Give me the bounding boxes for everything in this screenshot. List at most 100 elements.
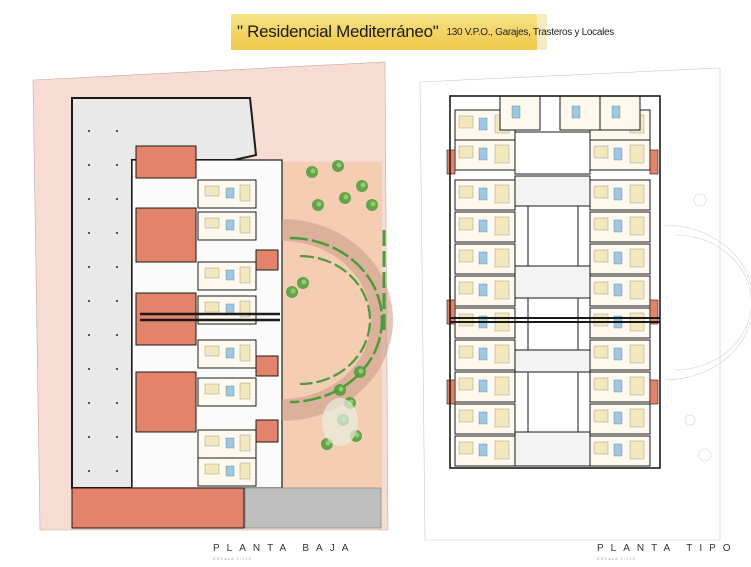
furniture-bath (613, 379, 623, 393)
parking-column (88, 198, 90, 200)
furniture-sofa (494, 376, 510, 396)
typical-floor-label: PLANTA TIPO (597, 543, 738, 554)
furniture-sofa (239, 184, 251, 202)
furniture-bath (478, 147, 488, 161)
furniture-sofa (629, 184, 645, 204)
tree-highlight (343, 194, 349, 200)
furniture-bath (478, 347, 488, 361)
furniture-bed (593, 145, 609, 159)
parking-column (116, 436, 118, 438)
garden-trees (286, 160, 378, 450)
terrace (649, 149, 659, 175)
tree-highlight (370, 201, 376, 207)
parking-column (88, 436, 90, 438)
furniture-bed (593, 377, 609, 391)
terrace (649, 299, 659, 325)
parking-column (88, 266, 90, 268)
typical-floor-scale: ESCALA 1/125 (597, 556, 636, 561)
parking-column (88, 164, 90, 166)
furniture-bath (225, 269, 235, 281)
furniture-bed (458, 313, 474, 327)
stair-core (514, 175, 591, 207)
typical-floor-apartments (446, 95, 661, 469)
furniture-bed (204, 383, 220, 395)
furniture-bed (204, 217, 220, 229)
parking-column (88, 470, 90, 472)
parking-column (88, 130, 90, 132)
furniture-sofa (494, 280, 510, 300)
furniture-bed (204, 301, 220, 313)
project-title-banner: " Residencial Mediterráneo" 130 V.P.O., … (231, 14, 614, 50)
typical-floor-plan (419, 67, 751, 541)
furniture-bed (593, 217, 609, 231)
furniture-sofa (494, 344, 510, 364)
ground-floor-label: PLANTA BAJA (213, 543, 356, 554)
furniture-bed (204, 345, 220, 357)
furniture-bed (458, 185, 474, 199)
furniture-sofa (239, 434, 251, 452)
furniture-sofa (494, 144, 510, 164)
parking-column (116, 130, 118, 132)
furniture-bath (571, 105, 581, 119)
furniture-bed (593, 185, 609, 199)
garden-arcs (281, 219, 393, 421)
furniture-sofa (494, 408, 510, 428)
parking-column (88, 334, 90, 336)
tree-highlight (316, 201, 322, 207)
parking-ramp (244, 487, 382, 529)
furniture-bath (225, 385, 235, 397)
parking-columns (88, 130, 118, 472)
furniture-sofa (494, 184, 510, 204)
project-subtitle: 130 V.P.O., Garajes, Trasteros y Locales (446, 26, 615, 38)
tree-highlight (325, 440, 331, 446)
terrace (446, 299, 456, 325)
furniture-bed (204, 435, 220, 447)
inner-courtyard (514, 131, 591, 175)
furniture-bath (613, 251, 623, 265)
ground-floor-apartments (140, 179, 280, 487)
furniture-bed (204, 185, 220, 197)
furniture-bed (204, 267, 220, 279)
parking-column (116, 368, 118, 370)
inner-courtyard (527, 205, 579, 267)
tree-highlight (360, 182, 366, 188)
ground-floor-plan (32, 61, 393, 531)
parking-column (88, 300, 90, 302)
furniture-bed (458, 441, 474, 455)
ghost-landscape (664, 193, 751, 462)
parking-column (116, 402, 118, 404)
furniture-bed (458, 409, 474, 423)
furniture-bath (225, 303, 235, 315)
inner-courtyard (527, 297, 579, 351)
furniture-bath (613, 147, 623, 161)
stair-core (514, 265, 591, 299)
furniture-bed (593, 441, 609, 455)
furniture-sofa (239, 266, 251, 284)
furniture-bed (458, 281, 474, 295)
furniture-bath (613, 411, 623, 425)
furniture-bed (458, 345, 474, 359)
furniture-sofa (629, 376, 645, 396)
furniture-sofa (629, 344, 645, 364)
furniture-sofa (494, 440, 510, 460)
furniture-bath (478, 187, 488, 201)
furniture-sofa (239, 382, 251, 400)
furniture-bath (478, 219, 488, 233)
furniture-bath (225, 187, 235, 199)
parking-column (116, 470, 118, 472)
project-title: " Residencial Mediterráneo" (237, 22, 439, 41)
furniture-bath (225, 465, 235, 477)
ground-floor-scale: ESCALA 1/125 (213, 556, 252, 561)
tree-highlight (301, 279, 307, 285)
furniture-bed (593, 313, 609, 327)
furniture-bath (613, 347, 623, 361)
furniture-bath (478, 379, 488, 393)
parking-column (116, 232, 118, 234)
parking-column (116, 300, 118, 302)
terrace (446, 149, 456, 175)
furniture-sofa (239, 216, 251, 234)
furniture-bed (593, 249, 609, 263)
furniture-bed (458, 145, 474, 159)
stair-core (514, 431, 591, 467)
